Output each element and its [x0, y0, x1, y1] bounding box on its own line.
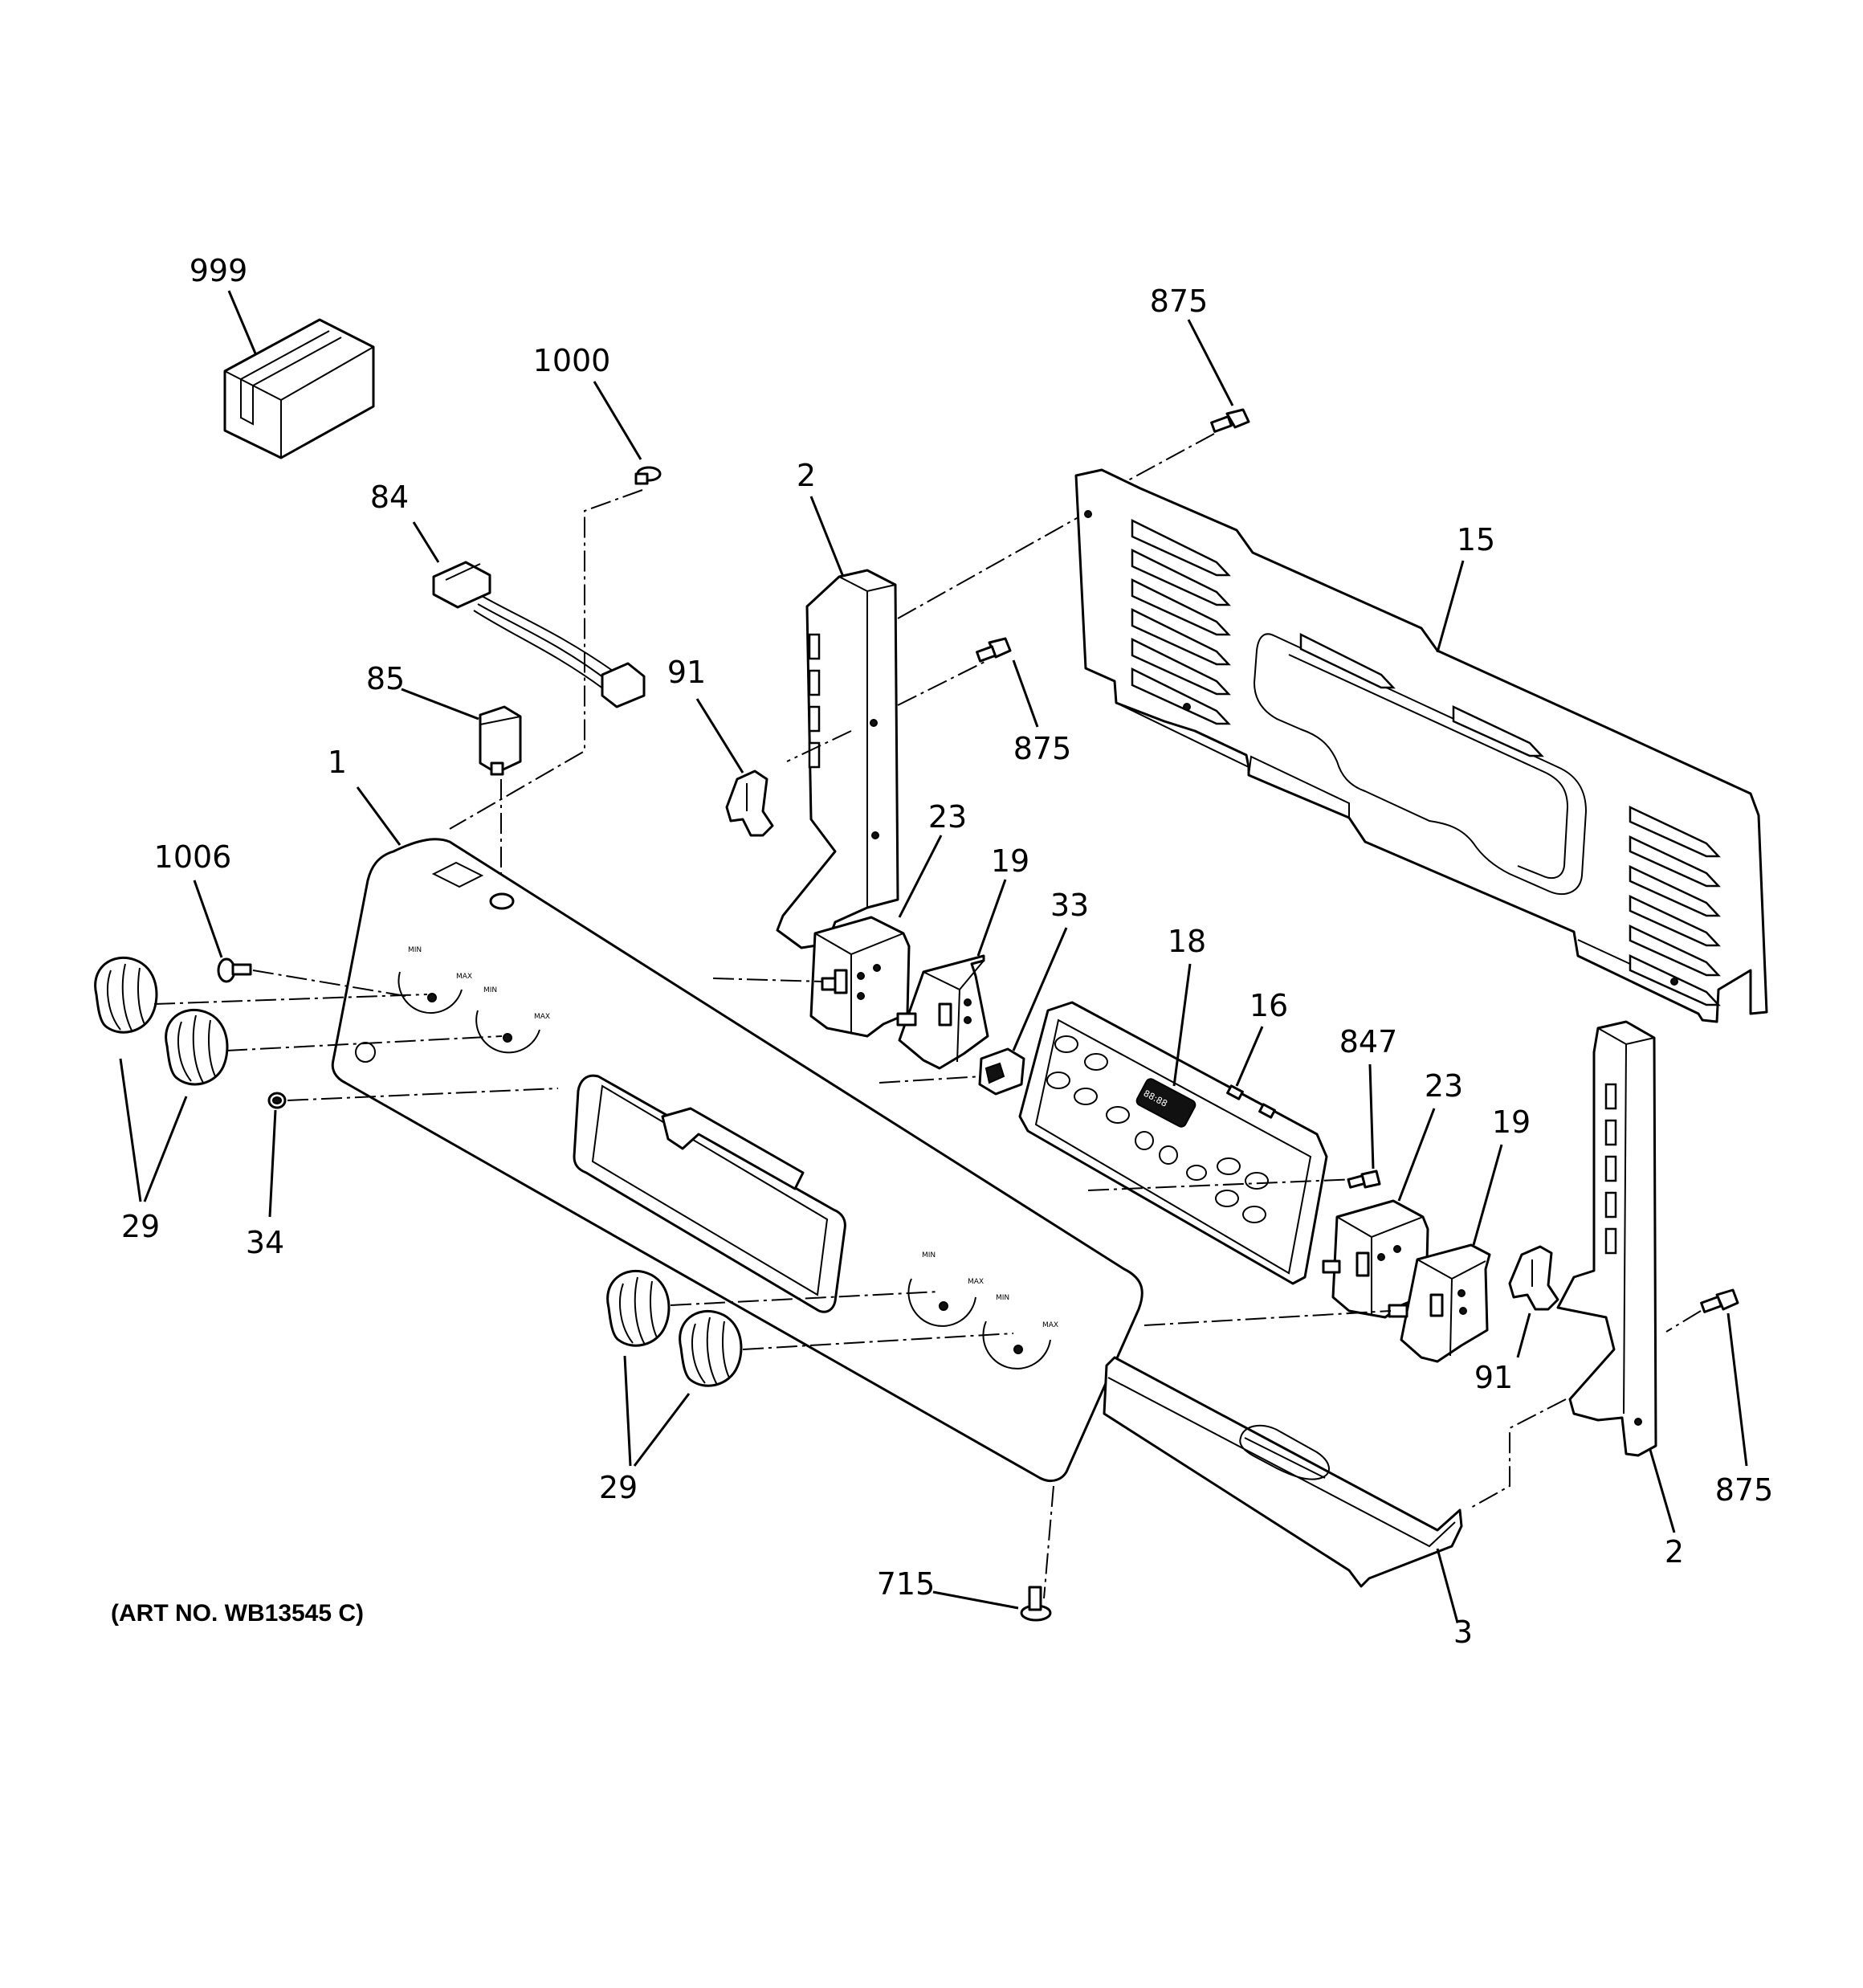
dial-max-label: MAX	[968, 1278, 984, 1286]
art-number: (ART NO. WB13545 C)	[111, 1600, 364, 1627]
part-2-endcap-left	[776, 569, 899, 949]
callout-84: 84	[370, 480, 409, 515]
callout-23-left: 23	[928, 799, 967, 835]
part-19-switch-left	[896, 954, 989, 1070]
part-19-switch-right	[1388, 1243, 1491, 1363]
part-29-knob-lower-right	[679, 1309, 743, 1387]
callout-91-left: 91	[667, 655, 706, 690]
part-999-box	[223, 318, 375, 459]
callout-23-right: 23	[1425, 1068, 1463, 1104]
callout-18: 18	[1168, 924, 1206, 959]
callout-715: 715	[877, 1566, 936, 1602]
part-29-knob-upper-left	[94, 956, 158, 1034]
callout-34: 34	[246, 1225, 284, 1260]
callout-1: 1	[328, 745, 347, 780]
part-715-screw	[1020, 1586, 1052, 1622]
dial-max-label: MAX	[534, 1013, 550, 1021]
part-875-screw-mid	[976, 637, 1012, 663]
part-3-trim	[1103, 1356, 1463, 1588]
part-23-switch-right	[1322, 1199, 1429, 1319]
part-29-knob-upper-right	[606, 1269, 671, 1347]
part-847-screw	[1347, 1170, 1381, 1189]
callout-875-right: 875	[1715, 1472, 1774, 1508]
callout-19-right: 19	[1492, 1104, 1531, 1140]
callout-999: 999	[190, 253, 248, 288]
part-34-light	[267, 1092, 287, 1109]
part-91-bracket-right	[1508, 1245, 1559, 1311]
callout-91-right: 91	[1474, 1360, 1513, 1395]
part-91-bracket-left	[725, 769, 774, 837]
part-16-control-board: 88:88	[1018, 1001, 1328, 1285]
callout-15: 15	[1457, 522, 1495, 557]
part-1000-screw	[634, 466, 662, 485]
part-2-endcap-right	[1556, 1020, 1657, 1457]
dial-min-label: MIN	[483, 986, 497, 994]
part-33-switch	[978, 1047, 1025, 1096]
part-1006-screw	[217, 957, 252, 983]
callout-875-top: 875	[1150, 284, 1209, 319]
part-875-screw-top	[1210, 408, 1250, 433]
dial-max-label: MAX	[1042, 1321, 1058, 1329]
dial-graphic-left-2: MIN MAX	[475, 986, 550, 1054]
callout-29-right: 29	[599, 1470, 638, 1505]
dial-max-label: MAX	[456, 973, 472, 981]
louvers-left	[1131, 518, 1231, 725]
part-23-switch-left	[809, 916, 911, 1038]
part-875-screw-right	[1700, 1288, 1739, 1313]
callout-2-right: 2	[1665, 1534, 1684, 1570]
dial-min-label: MIN	[996, 1294, 1009, 1302]
callout-875-mid: 875	[1013, 731, 1072, 766]
callout-2-left: 2	[797, 458, 816, 493]
dial-graphic-right-2: MIN MAX	[982, 1294, 1058, 1370]
callout-85: 85	[366, 661, 405, 696]
dial-min-label: MIN	[922, 1251, 936, 1259]
callout-19-left: 19	[991, 843, 1029, 879]
callout-16: 16	[1249, 988, 1288, 1023]
part-29-knob-lower-left	[165, 1008, 229, 1086]
dial-min-label: MIN	[408, 946, 422, 954]
callout-1006: 1006	[154, 839, 232, 875]
callout-29-left: 29	[121, 1209, 160, 1244]
part-84-harness	[432, 561, 646, 708]
dial-graphic-left-1: MIN MAX	[397, 946, 472, 1014]
dial-graphic-right-1: MIN MAX	[907, 1251, 984, 1327]
callout-847: 847	[1339, 1024, 1398, 1059]
callout-3: 3	[1453, 1614, 1473, 1650]
part-15-backguard-panel	[1074, 468, 1768, 1023]
callout-1000: 1000	[533, 343, 611, 378]
part-1-control-panel: MIN MAX MIN MAX MIN MAX MIN MAX	[331, 838, 1143, 1482]
callout-33: 33	[1050, 888, 1089, 923]
part-85-switch	[479, 705, 522, 776]
